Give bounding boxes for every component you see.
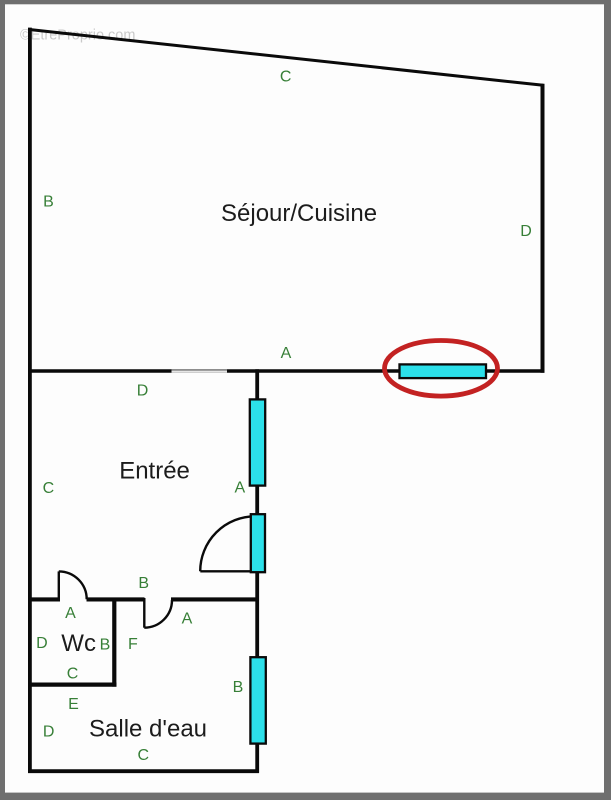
svg-text:B: B <box>138 575 149 592</box>
svg-text:Entrée: Entrée <box>119 457 190 484</box>
svg-text:Salle d'eau: Salle d'eau <box>89 715 207 742</box>
svg-text:D: D <box>137 382 149 399</box>
svg-text:C: C <box>138 747 150 764</box>
svg-text:Séjour/Cuisine: Séjour/Cuisine <box>221 200 377 227</box>
svg-text:A: A <box>65 605 76 622</box>
svg-text:B: B <box>233 679 244 696</box>
svg-text:Wc: Wc <box>61 630 96 657</box>
svg-text:C: C <box>43 480 55 497</box>
svg-text:A: A <box>234 480 245 497</box>
svg-text:C: C <box>67 666 79 683</box>
svg-text:A: A <box>281 345 292 362</box>
svg-text:D: D <box>36 635 48 652</box>
svg-text:B: B <box>100 637 111 654</box>
svg-text:F: F <box>128 636 138 653</box>
svg-text:E: E <box>68 696 79 713</box>
svg-text:C: C <box>280 68 292 85</box>
svg-text:D: D <box>520 223 532 240</box>
svg-text:B: B <box>43 193 54 210</box>
svg-text:A: A <box>182 611 193 628</box>
svg-text:D: D <box>43 724 55 741</box>
